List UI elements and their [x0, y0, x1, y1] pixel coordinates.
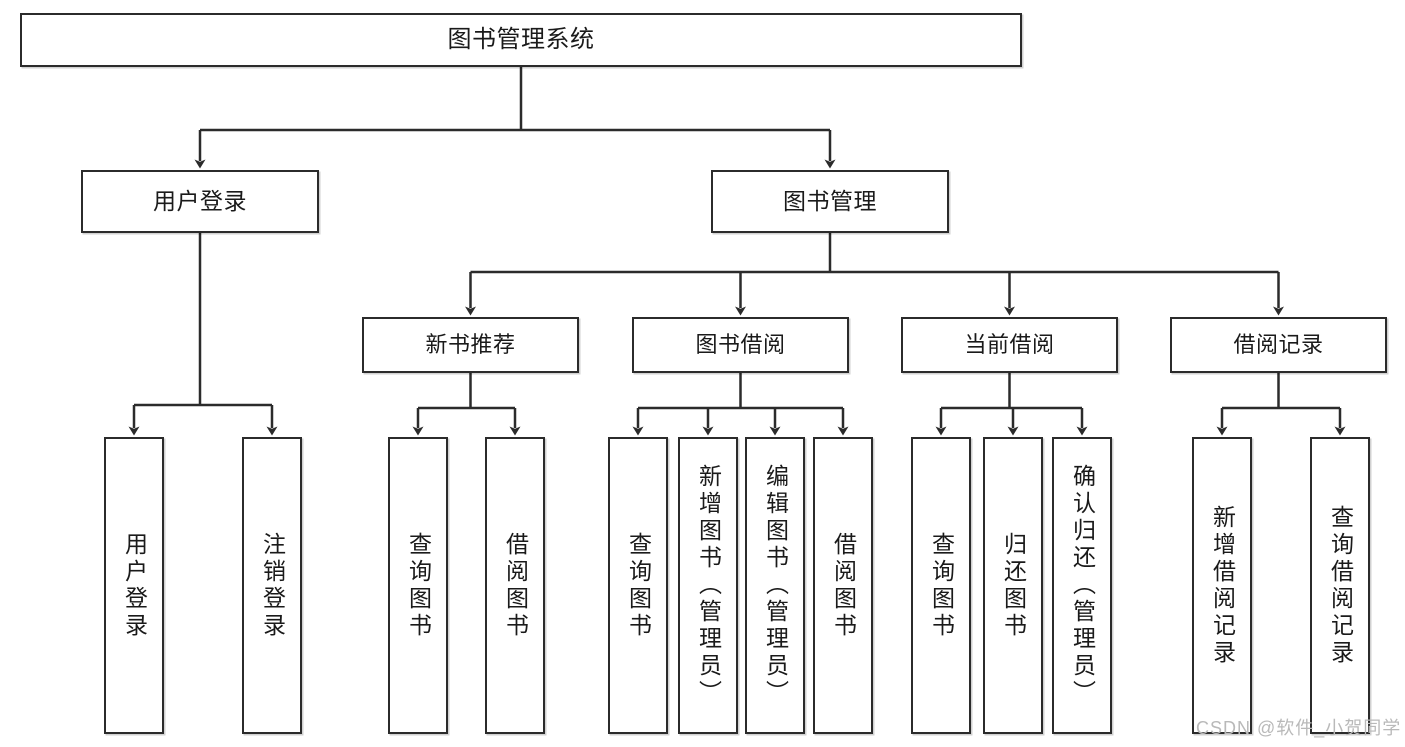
node-leaf-query-record[interactable]: 查询借阅记录 — [1310, 437, 1370, 734]
node-leaf-query-book-3-label: 查询图书 — [928, 531, 955, 640]
node-leaf-confirm-return-label: 确认归还（管理员） — [1069, 464, 1096, 707]
node-root[interactable]: 图书管理系统 — [20, 13, 1022, 67]
node-book-manage[interactable]: 图书管理 — [711, 170, 949, 233]
node-book-manage-label: 图书管理 — [783, 187, 877, 214]
node-leaf-add-record-label: 新增借阅记录 — [1209, 504, 1236, 667]
node-leaf-query-book-2-label: 查询图书 — [625, 531, 652, 640]
node-user-login-label: 用户登录 — [153, 187, 247, 214]
node-leaf-borrow-book-1-label: 借阅图书 — [502, 531, 529, 640]
node-book-borrow-label: 图书借阅 — [695, 332, 786, 358]
node-leaf-edit-book[interactable]: 编辑图书（管理员） — [745, 437, 805, 734]
node-leaf-query-book-1-label: 查询图书 — [405, 531, 432, 640]
node-leaf-query-book-1[interactable]: 查询图书 — [388, 437, 448, 734]
node-leaf-borrow-book-2-label: 借阅图书 — [830, 531, 857, 640]
node-leaf-add-book[interactable]: 新增图书（管理员） — [678, 437, 738, 734]
node-leaf-add-record[interactable]: 新增借阅记录 — [1192, 437, 1252, 734]
node-user-login[interactable]: 用户登录 — [81, 170, 319, 233]
node-leaf-user-logout[interactable]: 注销登录 — [242, 437, 302, 734]
node-current-borrow[interactable]: 当前借阅 — [901, 317, 1118, 373]
node-borrow-record-label: 借阅记录 — [1233, 332, 1324, 358]
node-new-book-recommend[interactable]: 新书推荐 — [362, 317, 579, 373]
node-current-borrow-label: 当前借阅 — [964, 332, 1055, 358]
node-leaf-user-logout-label: 注销登录 — [259, 531, 286, 640]
node-leaf-query-book-3[interactable]: 查询图书 — [911, 437, 971, 734]
node-leaf-add-book-label: 新增图书（管理员） — [695, 464, 722, 707]
node-leaf-query-book-2[interactable]: 查询图书 — [608, 437, 668, 734]
node-leaf-return-book-label: 归还图书 — [1000, 531, 1027, 640]
node-leaf-borrow-book-2[interactable]: 借阅图书 — [813, 437, 873, 734]
node-leaf-query-record-label: 查询借阅记录 — [1327, 504, 1354, 667]
node-new-book-recommend-label: 新书推荐 — [425, 332, 516, 358]
node-leaf-return-book[interactable]: 归还图书 — [983, 437, 1043, 734]
node-book-borrow[interactable]: 图书借阅 — [632, 317, 849, 373]
node-leaf-user-login-label: 用户登录 — [121, 531, 148, 640]
node-borrow-record[interactable]: 借阅记录 — [1170, 317, 1387, 373]
node-leaf-edit-book-label: 编辑图书（管理员） — [762, 464, 789, 707]
node-root-label: 图书管理系统 — [447, 25, 595, 53]
node-leaf-confirm-return[interactable]: 确认归还（管理员） — [1052, 437, 1112, 734]
node-leaf-user-login[interactable]: 用户登录 — [104, 437, 164, 734]
watermark-text: CSDN @软件_小贺同学 — [1196, 718, 1402, 738]
node-leaf-borrow-book-1[interactable]: 借阅图书 — [485, 437, 545, 734]
